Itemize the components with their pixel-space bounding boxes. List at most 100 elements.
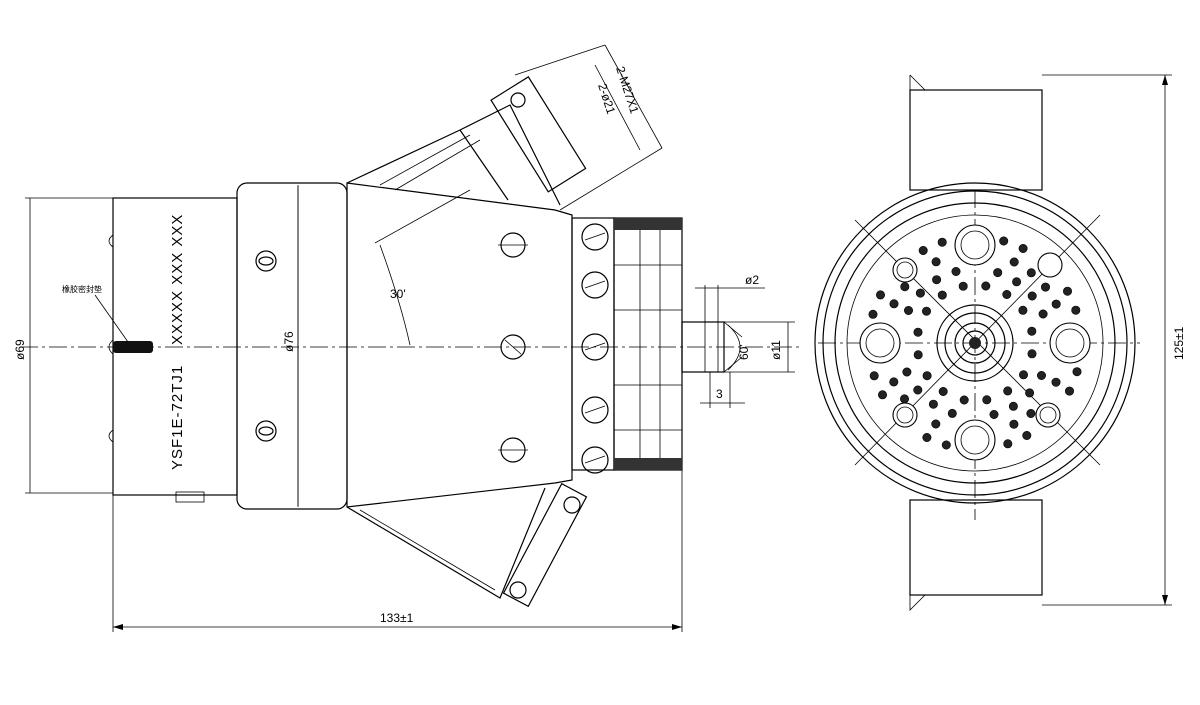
- contact-pin: [1027, 291, 1037, 301]
- bottom-flange: [909, 499, 1043, 596]
- dim-diameter-76: ø76: [282, 186, 299, 506]
- contact-pin: [877, 390, 887, 400]
- contact-pin: [1037, 370, 1047, 380]
- contact-pin: [913, 385, 923, 395]
- contact-pins: [868, 236, 1082, 450]
- coupling-screw-top: [255, 250, 277, 272]
- rear-shell-bump-top: [108, 234, 114, 248]
- contact-pin: [1051, 299, 1061, 309]
- contact-pin: [999, 236, 1009, 246]
- front-pin: [681, 321, 743, 373]
- contact-pin: [922, 432, 932, 442]
- dim-angle-30: 30': [374, 189, 471, 346]
- dim-height-125: 125±1: [1042, 74, 1186, 606]
- contact-pin: [915, 288, 925, 298]
- part-number-marking: YSF1E-72TJ1: [169, 365, 186, 470]
- dim-length-133: 133±1: [112, 470, 683, 632]
- contact-pin: [921, 306, 931, 316]
- contact-pin: [869, 371, 879, 381]
- dim-angle-60: 60': [727, 324, 751, 371]
- housing-hole-top: [498, 232, 528, 258]
- contact-pin: [1071, 305, 1081, 315]
- contact-pin: [1022, 430, 1032, 440]
- contact-pin: [989, 409, 999, 419]
- contact-pin: [1026, 408, 1036, 418]
- contact-pin: [913, 327, 923, 337]
- dim-diameter-76-label: ø76: [282, 331, 296, 352]
- contact-pin: [1072, 367, 1082, 377]
- side-view: 橡胶密封垫 YSF1E-72TJ1 XXXXX XXX XXX: [13, 44, 800, 632]
- dim-diameter-2-label: ø2: [745, 273, 759, 287]
- dim-diameter-69-label: ø69: [13, 339, 27, 360]
- dim-3-label: 3: [716, 387, 723, 401]
- dim-length-133-label: 133±1: [380, 611, 414, 625]
- sealing-pin-note: 橡胶密封垫: [62, 284, 102, 294]
- contact-pin: [1003, 439, 1013, 449]
- contact-pin: [1025, 388, 1035, 398]
- contact-pin: [868, 309, 878, 319]
- contact-pin: [1012, 277, 1022, 287]
- dim-3: 3: [700, 372, 745, 408]
- sealing-pin: [113, 341, 153, 353]
- dim-thread: 2-M27X1 2-ø21: [514, 44, 663, 211]
- contact-pin: [889, 299, 899, 309]
- rear-shell-foot: [175, 491, 205, 503]
- contact-pin: [993, 268, 1003, 278]
- contact-pin: [918, 246, 928, 256]
- outer-ring-3: [834, 202, 1116, 484]
- dim-angle-60-label: 60': [737, 344, 751, 360]
- contact-pin: [1018, 244, 1028, 254]
- contact-pin: [1009, 257, 1019, 267]
- contact-pin: [875, 290, 885, 300]
- contact-pin: [937, 290, 947, 300]
- contact-pin: [1008, 401, 1018, 411]
- contact-pin: [932, 275, 942, 285]
- contact-pin: [931, 419, 941, 429]
- contact-pin: [951, 266, 961, 276]
- top-flange-lip: [909, 74, 926, 91]
- sealing-pin-leader: [94, 294, 129, 343]
- contact-pin: [1026, 268, 1036, 278]
- front-view: 125±1: [814, 74, 1186, 611]
- coupling-screw-bottom: [255, 420, 277, 442]
- contact-pin: [982, 395, 992, 405]
- upper-cable-entry: [346, 76, 587, 206]
- rear-shell-bump-mid: [108, 339, 114, 355]
- dim-diameter-11-label: ø11: [769, 340, 783, 360]
- outer-ring-1: [814, 182, 1136, 504]
- main-housing: [346, 182, 573, 508]
- lower-cable-entry: [346, 482, 588, 608]
- contact-pin: [1041, 282, 1051, 292]
- dim-diameter-69: ø69: [13, 197, 113, 494]
- serial-marking: XXXXX XXX XXX: [169, 214, 186, 345]
- contact-pin: [1003, 386, 1013, 396]
- contact-pin: [899, 394, 909, 404]
- contact-pin: [931, 257, 941, 267]
- insert-face: [846, 214, 1104, 472]
- contact-pin: [1063, 286, 1073, 296]
- contact-pin: [903, 305, 913, 315]
- large-holes: [859, 224, 1091, 461]
- contact-pin: [902, 367, 912, 377]
- contact-pin: [947, 408, 957, 418]
- contact-pin: [1018, 305, 1028, 315]
- contact-pin: [928, 399, 938, 409]
- top-flange: [909, 89, 1043, 191]
- dim-diameter-21-label: 2-ø21: [595, 82, 618, 116]
- contact-pin: [1065, 386, 1075, 396]
- housing-hole-bottom: [498, 437, 528, 463]
- contact-pin: [1027, 349, 1037, 359]
- dim-height-125-label: 125±1: [1172, 326, 1186, 360]
- contact-pin: [981, 281, 991, 291]
- insert-screws: [581, 223, 609, 474]
- contact-pin: [938, 386, 948, 396]
- dim-angle-30-label: 30': [390, 287, 406, 301]
- dim-diameter-2: ø2: [695, 273, 765, 322]
- contact-pin: [889, 377, 899, 387]
- knurled-front-nut: [613, 217, 683, 471]
- contact-pin: [1018, 370, 1028, 380]
- contact-pin: [900, 282, 910, 292]
- bottom-flange-lip: [909, 594, 926, 611]
- outer-ring-2: [822, 190, 1128, 496]
